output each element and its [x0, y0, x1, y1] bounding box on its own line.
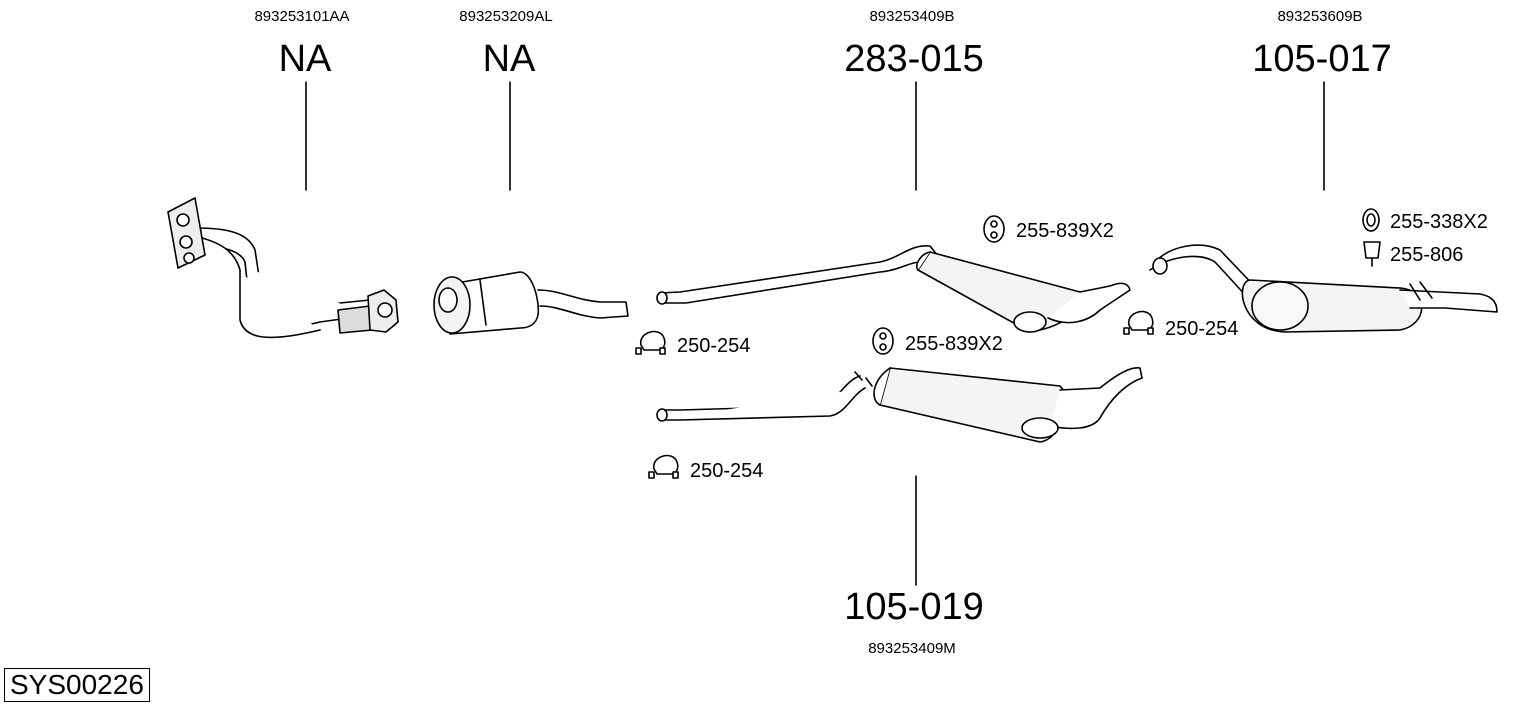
oem-number: 893253101AA — [254, 8, 350, 25]
system-code-box: SYS00226 — [4, 668, 150, 702]
rubber-mount-icon — [1363, 241, 1381, 267]
accessory-label[interactable]: 255-806 — [1390, 244, 1464, 266]
part-number[interactable]: 283-015 — [844, 38, 984, 80]
rubber-hanger-icon — [872, 327, 894, 355]
part-number[interactable]: 105-019 — [844, 586, 984, 628]
clamp-icon — [1123, 310, 1154, 335]
clamp-icon — [648, 454, 679, 479]
front-silencer-drawing — [433, 271, 629, 335]
part-number[interactable]: 105-017 — [1252, 38, 1392, 80]
rear-silencer-105-017-drawing — [1149, 244, 1498, 333]
oem-number: 893253409M — [868, 640, 956, 657]
accessory-label[interactable]: 255-839X2 — [905, 333, 1003, 355]
clamp-icon — [635, 330, 666, 355]
middle-silencer-283-015-drawing — [656, 245, 1131, 333]
accessory-label[interactable]: 250-254 — [677, 335, 751, 357]
rubber-hanger-icon — [983, 215, 1005, 243]
accessory-label[interactable]: 255-338X2 — [1390, 211, 1488, 233]
oem-number: 893253209AL — [459, 8, 553, 25]
rubber-ring-icon — [1362, 208, 1380, 232]
accessory-label[interactable]: 250-254 — [1165, 318, 1239, 340]
manifold-pipe-drawing — [167, 197, 399, 339]
accessory-label[interactable]: 255-839X2 — [1016, 220, 1114, 242]
middle-silencer-105-019-drawing — [656, 367, 1143, 443]
part-number[interactable]: NA — [482, 38, 536, 80]
oem-number: 893253609B — [1277, 8, 1363, 25]
part-number[interactable]: NA — [278, 38, 332, 80]
oem-number: 893253409B — [869, 8, 955, 25]
accessory-label[interactable]: 250-254 — [690, 460, 764, 482]
